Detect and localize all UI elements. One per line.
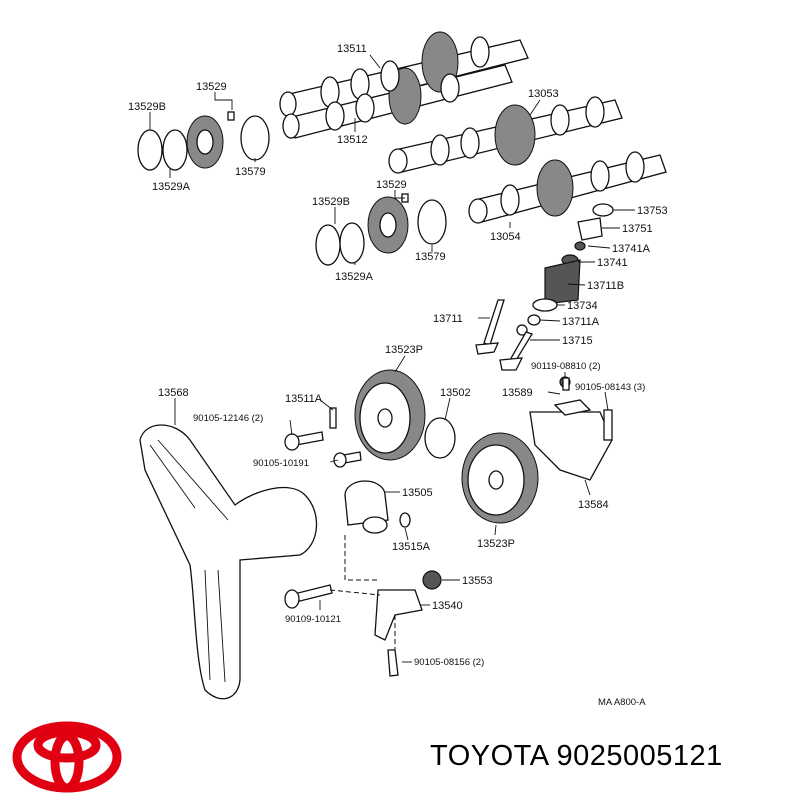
guide-line (344, 535, 380, 581)
label-13579: 13579 (415, 251, 446, 263)
label-13512: 13512 (337, 134, 368, 146)
label-13540: 13540 (432, 600, 463, 612)
label-13741A: 13741A (612, 243, 651, 255)
label-13505: 13505 (402, 487, 433, 499)
label-13711B: 13711B (587, 280, 624, 292)
label-13523P: 13523P (385, 344, 423, 356)
gear-set-a (137, 111, 270, 171)
label-13523P: 13523P (477, 538, 515, 550)
label-13568: 13568 (158, 387, 189, 399)
label-13054: 13054 (490, 231, 521, 243)
label-13529B: 13529B (312, 196, 350, 208)
label-13511: 13511 (337, 43, 367, 55)
timing-belt-13568 (139, 424, 318, 700)
label-90105-08143: 90105-08143 (3) (575, 382, 645, 393)
bracket-13584 (529, 376, 613, 481)
camshaft-13511 (279, 31, 529, 139)
part-labels: 13511 13512 13529 13529B 13529A 13579 13… (128, 43, 668, 708)
label-13515A: 13515A (392, 541, 431, 553)
tensioner-13505 (344, 480, 411, 534)
label-90105-08156: 90105-08156 (2) (414, 657, 484, 668)
label-13053: 13053 (528, 88, 559, 100)
label-13741: 13741 (597, 257, 628, 269)
label-13553: 13553 (462, 575, 493, 587)
label-90105-10191: 90105-10191 (253, 458, 309, 469)
label-13529B: 13529B (128, 101, 166, 113)
label-13502: 13502 (440, 387, 471, 399)
label-13579: 13579 (235, 166, 266, 178)
label-13529: 13529 (196, 81, 227, 93)
label-90105-12146: 90105-12146 (2) (193, 413, 263, 424)
label-13511A: 13511A (285, 393, 323, 405)
bolts (284, 377, 570, 609)
label-13529A: 13529A (335, 271, 374, 283)
reference-code: MA A800-A (598, 697, 646, 708)
guide-line (329, 589, 381, 596)
label-13751: 13751 (622, 223, 653, 235)
gear-set-b (315, 193, 447, 266)
pulley-upper (354, 369, 456, 461)
toyota-logo-icon (12, 721, 122, 793)
label-13529A: 13529A (152, 181, 191, 193)
brand-caption: TOYOTA 9025005121 (430, 740, 723, 772)
camshaft-13053 (388, 96, 623, 174)
leader-lines (149, 54, 635, 663)
label-13589: 13589 (502, 387, 533, 399)
label-13753: 13753 (637, 205, 668, 217)
label-13529: 13529 (376, 179, 407, 191)
camshaft-13054 (468, 151, 667, 224)
label-13715: 13715 (562, 335, 593, 347)
pulley-lower (461, 432, 539, 524)
valve-train (475, 203, 614, 371)
label-13711: 13711 (433, 313, 463, 325)
label-13584: 13584 (578, 499, 609, 511)
label-13711A: 13711A (562, 316, 600, 328)
label-13734: 13734 (567, 300, 598, 312)
label-90109-10121: 90109-10121 (285, 614, 341, 625)
label-90119-08810: 90119-08810 (2) (531, 361, 601, 372)
